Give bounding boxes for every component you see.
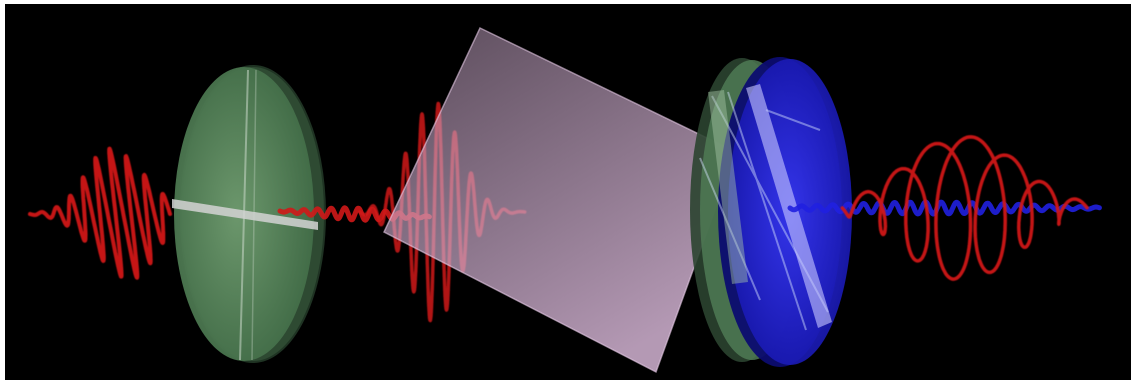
input-pulse bbox=[28, 146, 172, 280]
output-blue-component bbox=[787, 199, 1102, 217]
output-helical-wave bbox=[840, 135, 1089, 281]
input-pulse-wave bbox=[28, 146, 172, 280]
waveplate-axis-bar bbox=[172, 199, 318, 230]
waveplate-stack-bar-2 bbox=[708, 90, 748, 284]
beam-splitter-plate bbox=[383, 26, 737, 374]
output-helical-pulse bbox=[840, 135, 1089, 281]
waveplate-green bbox=[172, 65, 326, 363]
output-blue-wave bbox=[787, 199, 1102, 217]
waveplate-stack bbox=[690, 57, 852, 367]
